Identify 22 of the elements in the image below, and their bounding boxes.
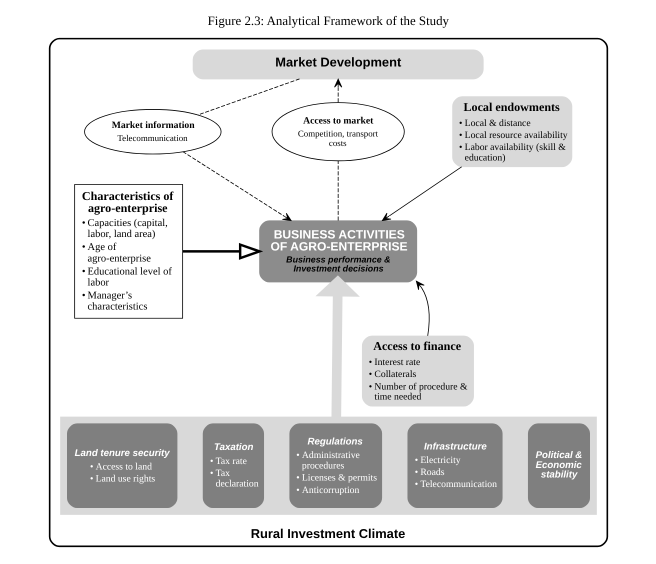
- node-box: Political & Economic stability: [527, 423, 590, 508]
- arrow: [182, 242, 263, 260]
- node-box: Infrastructure • Electricity • Roads • Telecommunication: [406, 423, 502, 508]
- connector: [337, 160, 338, 221]
- node-box: Regulations • Administrative procedures • Licenses & permits • Anticorruption: [288, 423, 382, 508]
- node-box: Characteristics of agro-enterprise • Capacities (capital, labor, land area) • Age of agro-enterprise • Educational level of labor • Manager’s characteristics: [74, 184, 183, 319]
- node-box: Local endowments • Local & distance • Local resource availability • Labor availability (skill & education): [452, 96, 572, 168]
- node-box: Land tenure security • Access to land • Land use rights: [66, 423, 177, 508]
- node-box: BUSINESS ACTIVITIES OF AGRO-ENTERPRISE Business performance & Investment decisions: [258, 220, 417, 282]
- arrow: [314, 275, 360, 418]
- arrow: [334, 78, 342, 103]
- cluster: [60, 416, 596, 515]
- arrow: [182, 151, 292, 222]
- arrow: [415, 280, 430, 336]
- node-ellipse: Market information Telecommunication: [84, 109, 221, 154]
- arrow: [381, 166, 462, 222]
- node-ellipse: Access to market Competition, transport costs: [271, 102, 404, 162]
- diagram-title: Figure 2.3: Analytical Framework of the Study: [207, 14, 448, 28]
- node-box: Market Development: [192, 50, 484, 80]
- node-box: Access to finance • Interest rate • Collaterals • Number of procedure & time needed: [361, 336, 474, 406]
- connector: [197, 78, 300, 116]
- node-box: Taxation • Tax rate • Tax declaration: [202, 423, 264, 508]
